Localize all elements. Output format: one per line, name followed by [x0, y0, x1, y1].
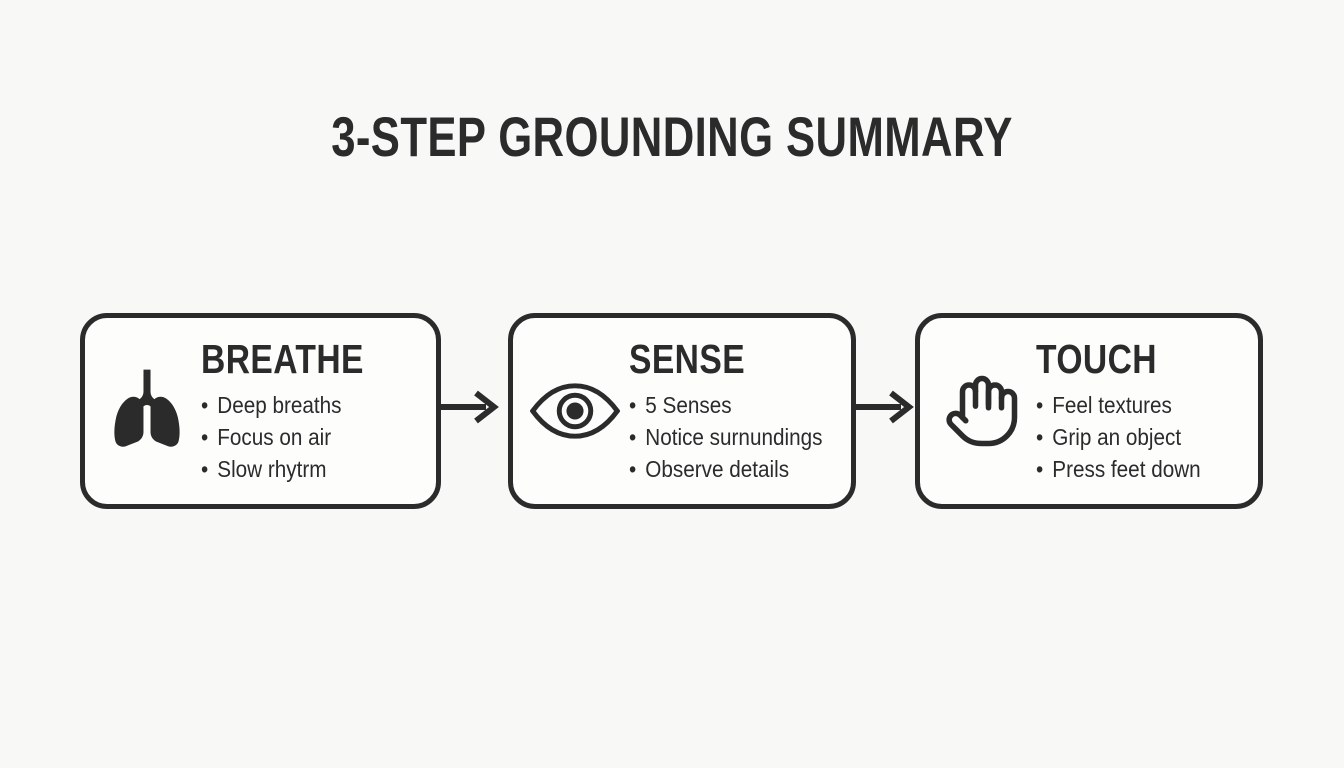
- bullet-text: Focus on air: [217, 423, 332, 450]
- bullet-item: • Grip an object: [1036, 421, 1201, 453]
- step-heading: TOUCH: [1036, 336, 1157, 383]
- bullet-item: • Notice surnundings: [629, 421, 823, 453]
- step-heading: SENSE: [629, 336, 746, 383]
- bullet-dot: •: [629, 391, 637, 418]
- bullet-item: • Focus on air: [201, 421, 380, 453]
- bullet-text: Deep breaths: [217, 391, 342, 418]
- eye-icon: [529, 380, 621, 442]
- bullet-list: • 5 Senses • Notice surnundings • Observe d…: [629, 389, 841, 485]
- lungs-icon: [101, 361, 193, 461]
- bullet-item: • Feel textures: [1036, 389, 1201, 421]
- bullet-text: Press feet down: [1052, 455, 1201, 482]
- step-content: SENSE • 5 Senses • Notice surnundings • Obs…: [629, 337, 841, 484]
- bullet-text: Feel textures: [1052, 391, 1172, 418]
- bullet-dot: •: [1036, 455, 1044, 482]
- bullet-list: • Deep breaths • Focus on air • Slow rhytrm: [201, 389, 400, 485]
- bullet-dot: •: [629, 423, 637, 450]
- bullet-text: Notice surnundings: [645, 423, 823, 450]
- bullet-dot: •: [629, 455, 637, 482]
- bullet-item: • Observe details: [629, 453, 820, 485]
- bullet-text: Slow rhytrm: [217, 455, 327, 482]
- step-heading: BREATHE: [201, 336, 364, 383]
- arrow-right-icon: [855, 389, 919, 425]
- step-card-touch: TOUCH • Feel textures • Grip an object • Pr…: [915, 313, 1263, 509]
- bullet-item: • Deep breaths: [201, 389, 380, 421]
- page-title: 3-STEP GROUNDING SUMMARY: [331, 105, 1013, 168]
- bullet-dot: •: [201, 423, 209, 450]
- bullet-dot: •: [1036, 391, 1044, 418]
- hand-icon: [936, 362, 1028, 460]
- bullet-list: • Feel textures • Grip an object • Press fe…: [1036, 389, 1219, 485]
- arrow-right-icon: [440, 389, 504, 425]
- bullet-dot: •: [201, 391, 209, 418]
- bullet-text: Observe details: [645, 455, 790, 482]
- bullet-text: 5 Senses: [645, 391, 732, 418]
- step-card-sense: SENSE • 5 Senses • Notice surnundings • Obs…: [508, 313, 856, 509]
- step-content: TOUCH • Feel textures • Grip an object • Pr…: [1036, 337, 1219, 484]
- bullet-dot: •: [201, 455, 209, 482]
- bullet-text: Grip an object: [1052, 423, 1182, 450]
- step-card-breathe: BREATHE • Deep breaths • Focus on air • Slo…: [80, 313, 441, 509]
- bullet-item: • Slow rhytrm: [201, 453, 380, 485]
- step-content: BREATHE • Deep breaths • Focus on air • Slo…: [201, 337, 400, 484]
- bullet-dot: •: [1036, 423, 1044, 450]
- bullet-item: • 5 Senses: [629, 389, 820, 421]
- bullet-item: • Press feet down: [1036, 453, 1201, 485]
